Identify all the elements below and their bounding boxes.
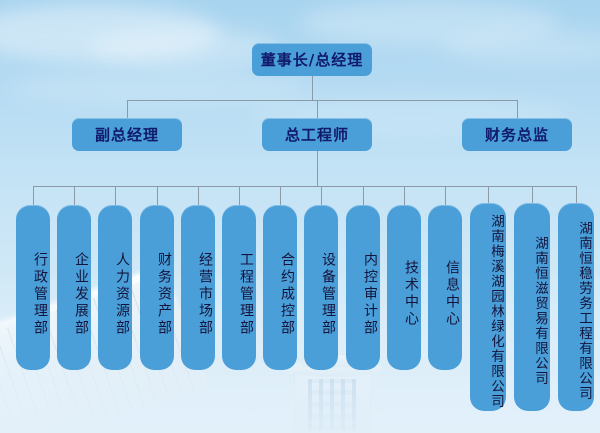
connector-line [115,186,116,205]
connector-line [127,100,517,101]
node-label: 湖南恒滋贸易有限公司 [532,236,548,386]
node-label: 财务资产部 [156,251,172,337]
connector-line [363,186,364,205]
node-s2[interactable]: 湖南恒滋贸易有限公司 [514,203,550,411]
node-label: 总工程师 [284,126,349,144]
connector-line [33,186,576,187]
node-n1[interactable]: 副总经理 [72,118,182,151]
connector-line [404,186,405,205]
node-s3[interactable]: 湖南恒稳劳务工程有限公司 [558,203,594,411]
node-d8[interactable]: 设备管理部 [304,205,338,370]
node-n2[interactable]: 总工程师 [262,118,372,151]
node-d4[interactable]: 财务资产部 [140,205,174,370]
node-chairman-general-manager[interactable]: 董事长/总经理 [252,43,372,76]
node-d5[interactable]: 经营市场部 [181,205,215,370]
connector-line [198,186,199,205]
connector-line [517,100,518,118]
connector-line [74,186,75,205]
node-d2[interactable]: 企业发展部 [57,205,91,370]
node-d6[interactable]: 工程管理部 [222,205,256,370]
node-label: 技术中心 [403,260,419,328]
node-label: 设备管理部 [320,251,336,337]
connector-line [321,186,322,205]
connector-line [127,100,128,118]
node-label: 内控审计部 [362,251,378,337]
node-d10[interactable]: 技术中心 [387,205,421,370]
connector-line [33,186,34,205]
node-label: 行政管理部 [32,251,48,337]
node-d9[interactable]: 内控审计部 [346,205,380,370]
connector-line [317,151,318,186]
node-d1[interactable]: 行政管理部 [16,205,50,370]
node-label: 副总经理 [94,126,159,144]
node-label: 人力资源部 [114,251,130,337]
node-d11[interactable]: 信息中心 [428,205,462,370]
connector-line [312,76,313,100]
node-label: 企业发展部 [73,251,89,337]
node-d7[interactable]: 合约成控部 [263,205,297,370]
node-s1[interactable]: 湖南梅溪湖园林绿化有限公司 [470,203,506,411]
connector-line [317,100,318,118]
node-label: 湖南恒稳劳务工程有限公司 [576,221,592,401]
node-n3[interactable]: 财务总监 [462,118,572,151]
connector-line [239,186,240,205]
connector-line [280,186,281,205]
node-label: 财务总监 [484,126,549,144]
connector-line [576,186,577,203]
node-label: 经营市场部 [197,251,213,337]
node-label: 工程管理部 [238,251,254,337]
connector-line [532,186,533,203]
connector-line [157,186,158,205]
node-label: 合约成控部 [279,251,295,337]
connector-line [488,186,489,203]
connector-line [445,186,446,205]
node-d3[interactable]: 人力资源部 [98,205,132,370]
node-label: 董事长/总经理 [260,51,364,69]
node-label: 湖南梅溪湖园林绿化有限公司 [488,213,504,409]
node-label: 信息中心 [444,260,460,328]
